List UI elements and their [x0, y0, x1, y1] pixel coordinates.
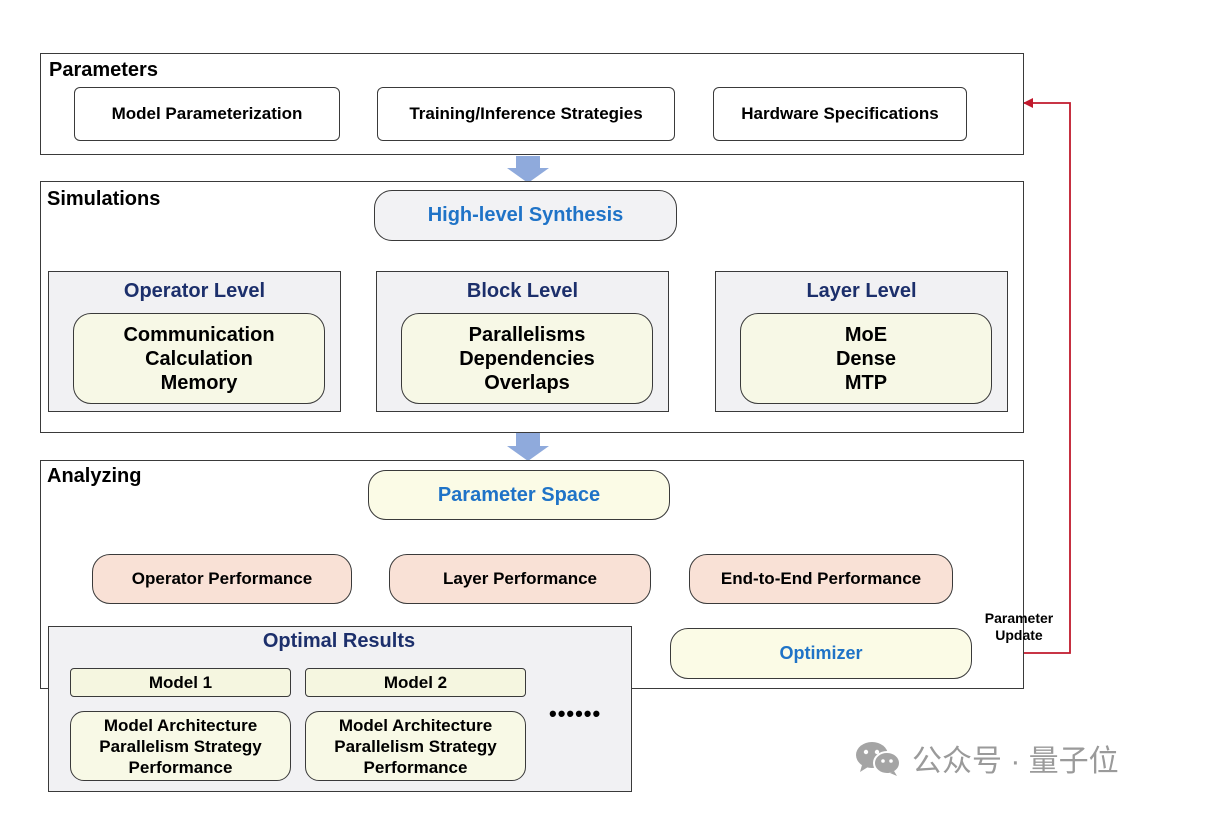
- layer-level-items: MoE Dense MTP: [740, 313, 992, 404]
- operator-performance-box: Operator Performance: [92, 554, 352, 604]
- layer-level-title: Layer Level: [806, 280, 917, 302]
- high-level-synthesis-box: High-level Synthesis: [374, 190, 677, 241]
- layer-level-panel: Layer Level MoE Dense MTP: [715, 271, 1008, 412]
- block-level-items: Parallelisms Dependencies Overlaps: [401, 313, 653, 404]
- operator-level-item: Communication: [123, 323, 275, 346]
- parameter-space-box: Parameter Space: [368, 470, 670, 520]
- operator-level-item: Memory: [160, 371, 238, 394]
- model-1-line: Performance: [128, 757, 233, 777]
- model-2-line: Parallelism Strategy: [334, 736, 497, 756]
- block-level-title: Block Level: [466, 280, 579, 302]
- analyzing-title: Analyzing: [47, 465, 142, 487]
- operator-level-item: Calculation: [145, 347, 253, 370]
- layer-performance-box: Layer Performance: [389, 554, 651, 604]
- operator-level-items: Communication Calculation Memory: [73, 313, 325, 404]
- training-inference-strategies-box: Training/Inference Strategies: [377, 87, 675, 141]
- operator-level-title: Operator Level: [123, 280, 266, 302]
- model-2-card: Model Architecture Parallelism Strategy …: [305, 711, 526, 781]
- optimal-results-title: Optimal Results: [262, 630, 416, 652]
- hardware-specifications-box: Hardware Specifications: [713, 87, 967, 141]
- parameter-update-line2: Update: [995, 627, 1043, 643]
- block-level-item: Parallelisms: [468, 323, 586, 346]
- flow-arrow-params-to-sim: [507, 156, 549, 183]
- end-to-end-performance-box: End-to-End Performance: [689, 554, 953, 604]
- wechat-icon: [856, 742, 901, 776]
- parameters-panel: Parameters Model Parameterization Traini…: [40, 53, 1024, 155]
- model-2-line: Performance: [363, 757, 468, 777]
- parameter-update-line1: Parameter: [984, 610, 1054, 626]
- optimizer-box: Optimizer: [670, 628, 972, 679]
- model-1-label: Model 1: [70, 668, 291, 697]
- block-level-item: Dependencies: [459, 347, 595, 370]
- parameters-title: Parameters: [49, 59, 158, 81]
- flow-arrow-sim-to-analyzing: [507, 433, 549, 461]
- block-level-panel: Block Level Parallelisms Dependencies Ov…: [376, 271, 669, 412]
- optimal-results-panel: Optimal Results Model 1 Model 2 Model Ar…: [48, 626, 632, 792]
- layer-level-item: MoE: [844, 323, 888, 346]
- watermark: 公众号 · 量子位: [852, 736, 1119, 780]
- operator-level-panel: Operator Level Communication Calculation…: [48, 271, 341, 412]
- layer-level-item: Dense: [835, 347, 897, 370]
- layer-level-item: MTP: [844, 371, 888, 394]
- model-2-line: Model Architecture: [338, 715, 493, 735]
- watermark-text: 公众号 · 量子位: [912, 745, 1119, 778]
- model-parameterization-box: Model Parameterization: [74, 87, 340, 141]
- more-models-ellipsis: ••••••: [549, 701, 602, 726]
- simulations-title: Simulations: [47, 188, 161, 210]
- model-1-card: Model Architecture Parallelism Strategy …: [70, 711, 291, 781]
- block-level-item: Overlaps: [484, 371, 570, 394]
- model-1-line: Model Architecture: [103, 715, 258, 735]
- parameter-update-label: Parameter Update: [974, 610, 1064, 644]
- model-1-line: Parallelism Strategy: [99, 736, 262, 756]
- model-2-label: Model 2: [305, 668, 526, 697]
